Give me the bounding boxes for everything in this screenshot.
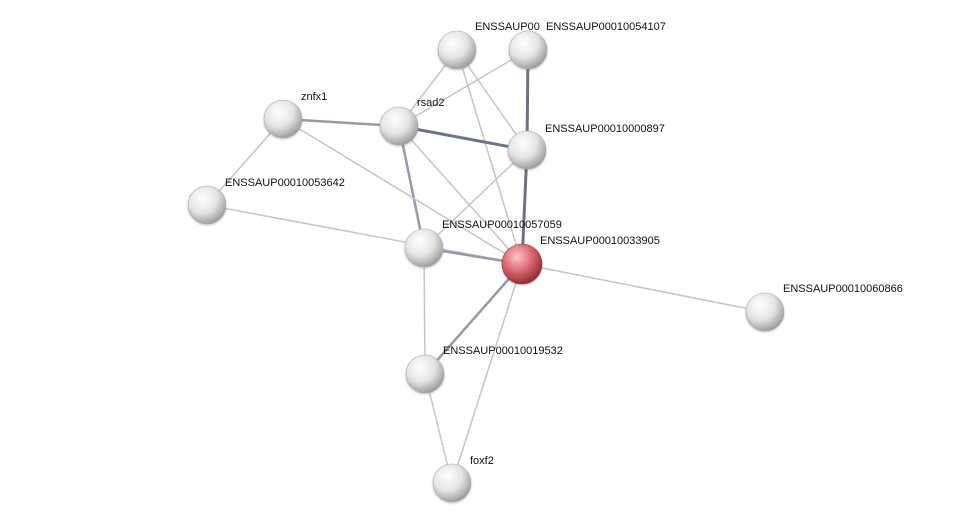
node-sphere[interactable]: [405, 354, 445, 394]
node-label: ENSSAUP00010053642: [225, 177, 345, 189]
node-label: ENSSAUP00010033905: [540, 235, 660, 247]
edge-n_rsad2-n_57059: [397, 124, 426, 250]
nodes-layer: ENSSAUP00 ENSSAUP00010054107 rsad2 znfx1ENS…: [187, 21, 903, 503]
node-label: ENSSAUP00010060866: [783, 283, 903, 295]
node-n_33905[interactable]: ENSSAUP00010033905: [501, 235, 660, 285]
node-n_ensp0[interactable]: ENSSAUP00: [437, 21, 540, 70]
node-sphere[interactable]: [508, 30, 548, 70]
edge-n_33905-n_60866: [521, 263, 766, 313]
edge-n_57059-n_19532: [423, 247, 426, 375]
node-label: ENSSAUP00010019532: [443, 345, 563, 357]
node-label: foxf2: [470, 455, 494, 467]
node-sphere[interactable]: [745, 292, 785, 332]
edge-n_ensp0-n_897: [456, 49, 528, 151]
edge-n_znfx1-n_33905: [282, 118, 523, 265]
edge-n_rsad2-n_897: [397, 124, 529, 152]
edge-n_33905-n_19532: [423, 262, 524, 376]
node-label: rsad2: [417, 97, 445, 109]
node-label: znfx1: [301, 91, 327, 103]
node-sphere[interactable]: [507, 130, 547, 170]
node-n_60866[interactable]: ENSSAUP00010060866: [745, 283, 903, 332]
node-sphere[interactable]: [379, 106, 419, 146]
node-sphere[interactable]: [187, 185, 227, 225]
edge-n_33905-n_foxf2: [451, 263, 523, 484]
node-sphere[interactable]: [437, 30, 477, 70]
node-n_znfx1[interactable]: znfx1: [263, 91, 327, 139]
node-n_19532[interactable]: ENSSAUP00010019532: [405, 345, 563, 394]
node-n_897[interactable]: ENSSAUP00010000897: [507, 123, 665, 170]
edge-n_54107-n_rsad2: [398, 49, 529, 127]
node-n_54107[interactable]: ENSSAUP00010054107: [508, 21, 666, 70]
node-label: ENSSAUP00010057059: [442, 219, 562, 231]
edge-n_rsad2-n_znfx1: [281, 117, 401, 128]
node-sphere[interactable]: [432, 463, 472, 503]
node-sphere[interactable]: [263, 99, 303, 139]
query-node-sphere[interactable]: [501, 243, 543, 285]
node-n_53642[interactable]: ENSSAUP00010053642: [187, 177, 345, 225]
node-label: ENSSAUP00010054107: [546, 21, 666, 33]
edge-n_rsad2-n_33905: [398, 125, 523, 265]
node-label: ENSSAUP00: [475, 21, 540, 33]
node-n_rsad2[interactable]: rsad2: [379, 97, 445, 146]
node-sphere[interactable]: [404, 228, 444, 268]
node-label: ENSSAUP00010000897: [545, 123, 665, 135]
node-n_foxf2[interactable]: foxf2: [432, 455, 494, 503]
edge-n_897-n_57059: [423, 149, 528, 249]
node-n_57059[interactable]: ENSSAUP00010057059: [404, 219, 562, 268]
